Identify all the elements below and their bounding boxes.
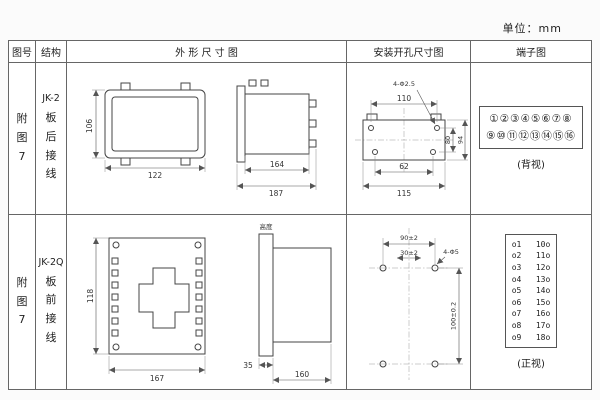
dim-label-110: 110 bbox=[396, 94, 411, 103]
row1-wiring-label: 板后接线 bbox=[45, 111, 57, 181]
extension-lines bbox=[362, 99, 468, 190]
jk2q-outline-drawing: 118 167 高度 35 160 bbox=[86, 222, 332, 384]
dim-label-62: 62 bbox=[399, 162, 409, 171]
dimension-lines bbox=[362, 89, 468, 189]
hole-callout-4-phi5: 4-Φ5 bbox=[443, 248, 459, 256]
header-cell-fig-no: 图号 bbox=[9, 41, 36, 63]
terminal-line: o4 13o bbox=[511, 274, 551, 284]
terminal-numbers-bottom-row: ⑨⑩⑪⑫⑬⑭⑮⑯ bbox=[486, 129, 576, 142]
drawing-table: 图号 结构 外 形 尺 寸 图 安装开孔尺寸图 端子图 附图7 JK-2 板后接… bbox=[8, 40, 592, 390]
terminal-numbers-top-row: ①②③④⑤⑥⑦⑧ bbox=[489, 113, 573, 126]
row1-outline-cell: 106 122 164 187 bbox=[67, 63, 347, 215]
dim-label-height-118: 118 bbox=[86, 289, 95, 304]
dim-label-depth-187: 187 bbox=[269, 189, 284, 198]
mounting-holes bbox=[379, 264, 438, 368]
header-install-label: 安装开孔尺寸图 bbox=[373, 48, 444, 59]
row2-structure-cell: JK-2Q 板前接线 bbox=[36, 215, 67, 389]
dim-label-30: 30±2 bbox=[400, 249, 418, 257]
dim-label-94: 94 bbox=[456, 135, 464, 143]
note-label-height: 高度 bbox=[260, 222, 274, 231]
center-lines bbox=[354, 107, 453, 172]
terminal-line: o2 11o bbox=[511, 251, 551, 261]
center-lines bbox=[368, 228, 449, 380]
row1-structure-cell: JK-2 板后接线 bbox=[36, 63, 67, 215]
dim-label-depth-164: 164 bbox=[270, 160, 285, 169]
dim-label-115: 115 bbox=[396, 189, 411, 198]
row1-figure-number: 附图7 bbox=[16, 112, 28, 163]
terminal-line: o1 10o bbox=[511, 239, 551, 249]
jk2q-terminal-diagram: o1 10o o2 11o o3 12o o4 13o o5 14o o6 15… bbox=[504, 233, 558, 349]
dim-label-160: 160 bbox=[295, 370, 310, 379]
unit-label: 单位：mm bbox=[502, 22, 562, 35]
row2-install-cell: 90±2 30±2 4-Φ5 100±0.2 bbox=[347, 215, 471, 389]
view-label-front: (正视) bbox=[517, 359, 545, 371]
dim-label-height-106: 106 bbox=[85, 118, 94, 133]
extension-lines bbox=[93, 237, 332, 384]
header-fig-no-label: 图号 bbox=[12, 48, 32, 59]
header-terminal-label: 端子图 bbox=[516, 48, 546, 59]
cutout-outline bbox=[362, 113, 445, 160]
row1-terminal-cell: ①②③④⑤⑥⑦⑧ ⑨⑩⑪⑫⑬⑭⑮⑯ (背视) bbox=[471, 63, 591, 215]
dim-label-100: 100±0.2 bbox=[449, 302, 457, 330]
jk2q-front-and-side-views bbox=[108, 233, 332, 357]
terminal-line: o9 18o bbox=[511, 332, 551, 342]
dim-label-width-122: 122 bbox=[148, 171, 163, 180]
terminal-line: o6 15o bbox=[511, 297, 551, 307]
header-outline-label: 外 形 尺 寸 图 bbox=[175, 48, 238, 59]
terminal-line: o5 14o bbox=[511, 286, 551, 296]
dimension-lines bbox=[382, 241, 462, 364]
row2-wiring-label: 板前接线 bbox=[45, 274, 57, 344]
terminal-line: o3 12o bbox=[511, 263, 551, 273]
row2-outline-cell: 118 167 高度 35 160 bbox=[67, 215, 347, 389]
terminal-line: o7 16o bbox=[511, 309, 551, 319]
extension-lines bbox=[92, 89, 317, 190]
dim-label-width-167: 167 bbox=[150, 374, 165, 383]
row1-fig-cell: 附图7 bbox=[9, 63, 36, 215]
jk2-install-hole-drawing: 110 4-Φ2.5 80 94 62 115 bbox=[354, 80, 468, 198]
extension-lines bbox=[382, 238, 463, 365]
header-cell-structure: 结构 bbox=[36, 41, 67, 63]
dim-label-80: 80 bbox=[444, 135, 452, 143]
row1-model-label: JK-2 bbox=[42, 93, 60, 105]
hole-callout-4-phi2.5: 4-Φ2.5 bbox=[393, 80, 415, 88]
dim-label-90: 90±2 bbox=[400, 234, 418, 242]
row2-model-label: JK-2Q bbox=[38, 256, 64, 268]
row1-install-cell: 110 4-Φ2.5 80 94 62 115 bbox=[347, 63, 471, 215]
jk2-outline-drawing: 106 122 164 187 bbox=[85, 79, 317, 198]
jk2-front-and-side-views bbox=[104, 79, 317, 165]
view-label-back: (背视) bbox=[517, 159, 545, 171]
dim-label-35: 35 bbox=[243, 361, 253, 370]
header-cell-install: 安装开孔尺寸图 bbox=[347, 41, 471, 63]
header-structure-label: 结构 bbox=[41, 48, 61, 59]
header-cell-terminal: 端子图 bbox=[471, 41, 591, 63]
jk2-terminal-diagram: ①②③④⑤⑥⑦⑧ ⑨⑩⑪⑫⑬⑭⑮⑯ bbox=[479, 106, 583, 149]
row2-figure-number: 附图7 bbox=[16, 275, 28, 327]
header-cell-outline: 外 形 尺 寸 图 bbox=[67, 41, 347, 63]
dimension-lines bbox=[93, 238, 331, 383]
row2-fig-cell: 附图7 bbox=[9, 215, 36, 389]
dimension-lines bbox=[93, 89, 316, 189]
jk2q-install-hole-drawing: 90±2 30±2 4-Φ5 100±0.2 bbox=[368, 228, 463, 380]
row2-terminal-cell: o1 10o o2 11o o3 12o o4 13o o5 14o o6 15… bbox=[471, 215, 591, 389]
terminal-line: o8 17o bbox=[511, 320, 551, 330]
